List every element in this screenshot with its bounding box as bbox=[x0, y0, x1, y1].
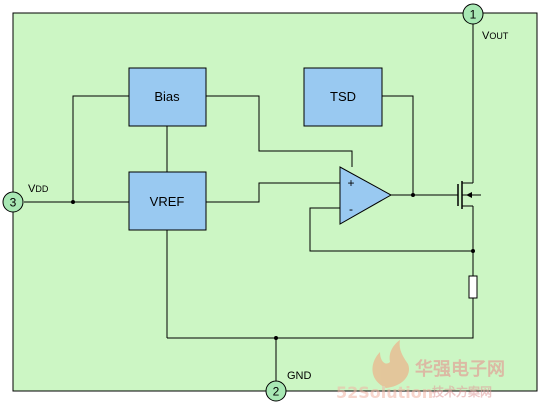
vout-pin: 1 bbox=[462, 3, 484, 25]
gnd-pin: 2 bbox=[265, 380, 287, 402]
watermark-sub-text: 52Solution bbox=[336, 383, 433, 402]
vout-pin-number: 1 bbox=[470, 8, 477, 22]
bias-label: Bias bbox=[154, 89, 180, 104]
tsd-label: TSD bbox=[330, 89, 356, 104]
resistor-icon bbox=[468, 275, 478, 299]
wiring bbox=[24, 24, 474, 382]
vout-label: VOUT bbox=[482, 30, 509, 42]
bias-block: Bias bbox=[128, 67, 207, 127]
watermark-cn-text: 华强电子网 bbox=[415, 358, 505, 380]
junction-dots bbox=[71, 193, 475, 340]
vdd-label: VDD bbox=[28, 183, 49, 195]
vref-block: VREF bbox=[128, 171, 207, 231]
gnd-label: GND bbox=[287, 370, 312, 382]
vout-label-sub: OUT bbox=[489, 31, 509, 41]
gnd-pin-number: 2 bbox=[273, 385, 280, 399]
opamp-triangle-icon: + - bbox=[339, 166, 393, 225]
vdd-pin-number: 3 bbox=[10, 196, 17, 210]
vout-label-main: V bbox=[482, 30, 490, 42]
mosfet-pass-transistor-icon bbox=[452, 181, 481, 209]
flame-logo-icon bbox=[372, 340, 410, 388]
watermark: 华强电子网 52Solution 技术方案网 bbox=[336, 340, 505, 402]
vdd-label-main: V bbox=[28, 183, 36, 195]
amp-minus-sign: - bbox=[349, 202, 353, 216]
vref-label: VREF bbox=[150, 194, 185, 209]
vdd-pin: 3 bbox=[2, 191, 24, 213]
watermark-sub-cn: 技术方案网 bbox=[432, 384, 492, 399]
tsd-block: TSD bbox=[303, 67, 383, 127]
vdd-label-sub: DD bbox=[35, 184, 48, 194]
amp-plus-sign: + bbox=[347, 176, 354, 190]
